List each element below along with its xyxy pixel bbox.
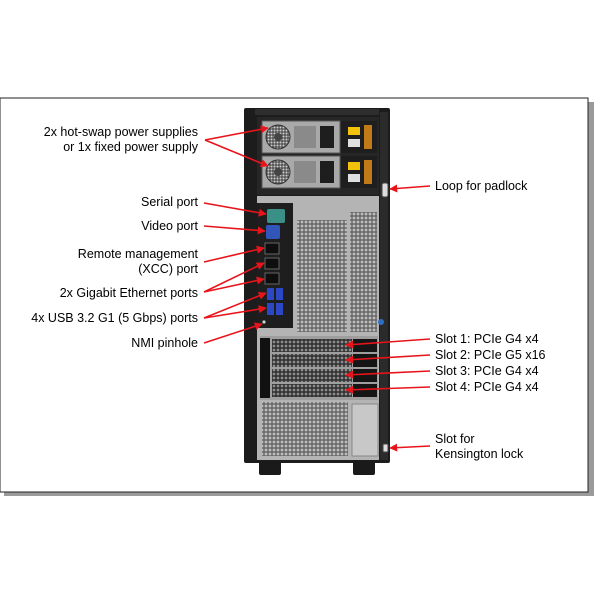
label-nmi-pinhole: NMI pinhole xyxy=(131,336,198,350)
label-remote-line-2: (XCC) port xyxy=(138,262,198,276)
callout-arrow-padlock xyxy=(389,184,431,193)
server-rear-view xyxy=(244,108,390,475)
pcie-slots xyxy=(260,336,378,400)
label-video-port: Video port xyxy=(141,219,198,233)
callout-arrow-serial xyxy=(203,202,267,217)
callout-arrow-ethernet-2 xyxy=(203,276,265,293)
callout-arrow-power-1 xyxy=(204,125,269,141)
usb-port-3 xyxy=(267,303,274,315)
usb-port-1 xyxy=(267,288,274,300)
callout-arrow-xcc xyxy=(203,245,265,263)
usb-port-2 xyxy=(276,288,283,300)
padlock-loop xyxy=(381,182,389,198)
callout-arrow-slot3 xyxy=(345,370,431,379)
xcc-port xyxy=(264,242,280,255)
callout-arrow-usb-2 xyxy=(203,305,267,319)
label-serial-port: Serial port xyxy=(141,195,198,209)
ethernet-port-1 xyxy=(264,257,280,270)
power-supply-1 xyxy=(261,120,377,154)
usb-port-4 xyxy=(276,303,283,315)
label-slot-3: Slot 3: PCIe G4 x4 xyxy=(435,364,539,378)
label-power-line-1: 2x hot-swap power supplies xyxy=(43,125,198,139)
serial-port xyxy=(267,209,285,223)
label-remote-management: Remote management (XCC) port xyxy=(78,247,198,277)
callout-arrow-slot1 xyxy=(345,338,431,349)
label-power-line-2: or 1x fixed power supply xyxy=(63,140,198,154)
video-port xyxy=(266,225,280,239)
kensington-slot xyxy=(382,443,389,453)
label-slot-4: Slot 4: PCIe G4 x4 xyxy=(435,380,539,394)
callout-arrow-slot2 xyxy=(345,354,431,364)
label-ethernet-ports: 2x Gigabit Ethernet ports xyxy=(59,286,198,300)
ethernet-port-2 xyxy=(264,272,280,285)
label-kensington-line-2: Kensington lock xyxy=(435,447,524,461)
callout-arrow-power-2 xyxy=(204,139,269,167)
label-padlock-loop: Loop for padlock xyxy=(435,179,528,193)
callout-arrow-ethernet-1 xyxy=(203,262,265,293)
callout-arrow-video xyxy=(203,225,266,235)
label-kensington-lock: Slot for Kensington lock xyxy=(435,432,523,462)
callout-arrow-usb-1 xyxy=(203,291,267,319)
label-slot-2: Slot 2: PCIe G5 x16 xyxy=(435,348,546,362)
label-usb-ports: 4x USB 3.2 G1 (5 Gbps) ports xyxy=(31,311,198,325)
callout-arrow-nmi xyxy=(203,322,263,344)
label-kensington-line-1: Slot for xyxy=(435,432,475,446)
power-supply-2 xyxy=(261,155,377,189)
nmi-pinhole xyxy=(262,320,266,324)
label-slot-1: Slot 1: PCIe G4 x4 xyxy=(435,332,539,346)
callout-arrow-slot4 xyxy=(345,385,431,394)
label-remote-line-1: Remote management xyxy=(77,247,198,261)
callout-arrows xyxy=(203,125,431,452)
label-power-supplies: 2x hot-swap power supplies or 1x fixed p… xyxy=(44,125,198,155)
callout-arrow-kensington xyxy=(389,443,431,452)
